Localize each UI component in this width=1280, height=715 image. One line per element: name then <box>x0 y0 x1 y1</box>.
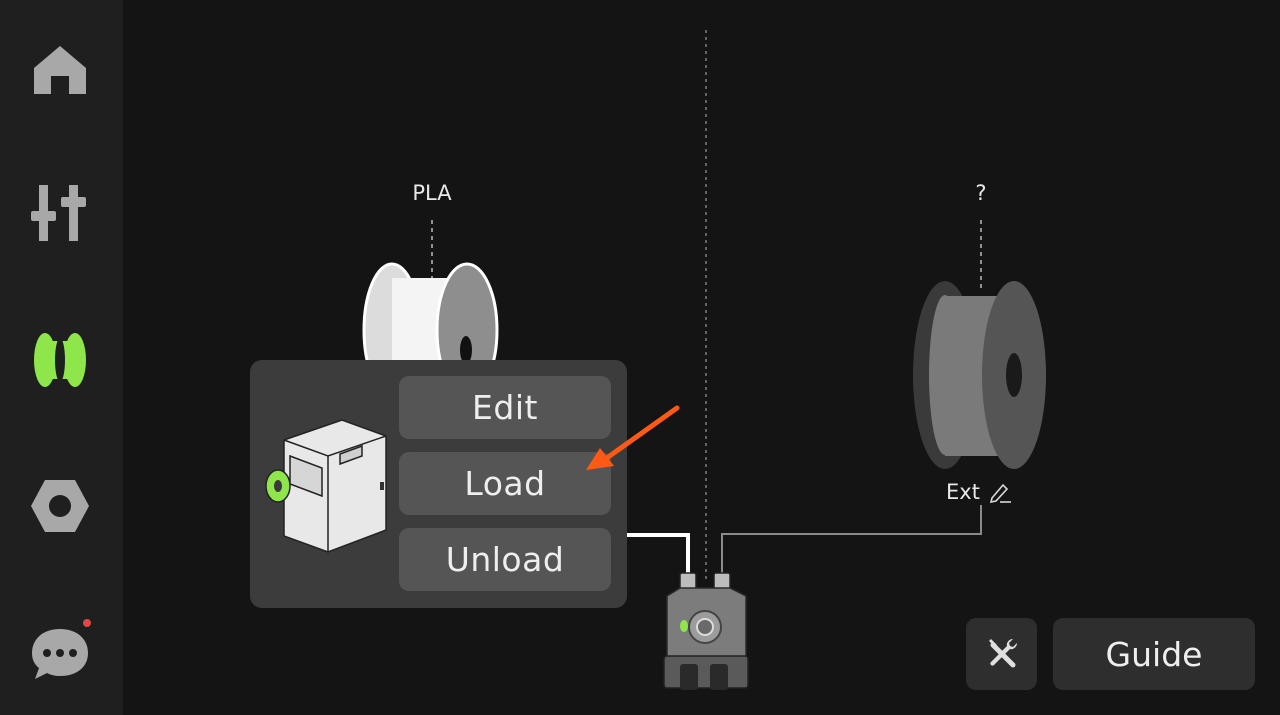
hex-nut-icon <box>31 480 89 532</box>
spool-left-material-label[interactable]: PLA <box>412 181 452 205</box>
spool-right-material-label[interactable]: ? <box>975 181 987 205</box>
spool-action-popup: Edit Load Unload <box>250 360 627 608</box>
sidebar <box>0 0 123 715</box>
nav-controls-button[interactable] <box>14 168 106 260</box>
spool-right-graphic <box>913 281 1046 469</box>
tools-button[interactable] <box>966 618 1037 690</box>
nav-filament-button[interactable] <box>14 314 106 406</box>
extruder-toolhead-graphic <box>663 572 749 690</box>
nav-settings-button[interactable] <box>14 460 106 552</box>
pencil-icon[interactable] <box>988 481 1012 503</box>
filament-spool-icon <box>34 333 86 387</box>
guide-button[interactable]: Guide <box>1053 618 1255 690</box>
orange-arrow-annotation <box>586 405 680 470</box>
load-button[interactable]: Load <box>399 452 611 515</box>
external-spool-label[interactable]: Ext <box>946 480 1012 504</box>
printer-ams-icon <box>265 419 387 553</box>
nav-home-button[interactable] <box>14 24 106 116</box>
notification-dot <box>83 619 91 627</box>
home-icon <box>34 46 86 94</box>
nav-messages-button[interactable] <box>14 604 106 696</box>
wrench-screwdriver-icon <box>988 639 1017 668</box>
external-spool-text: Ext <box>946 480 980 504</box>
tune-sliders-icon <box>31 185 86 241</box>
chat-bubble-icon <box>32 619 91 679</box>
unload-button[interactable]: Unload <box>399 528 611 591</box>
edit-button[interactable]: Edit <box>399 376 611 439</box>
